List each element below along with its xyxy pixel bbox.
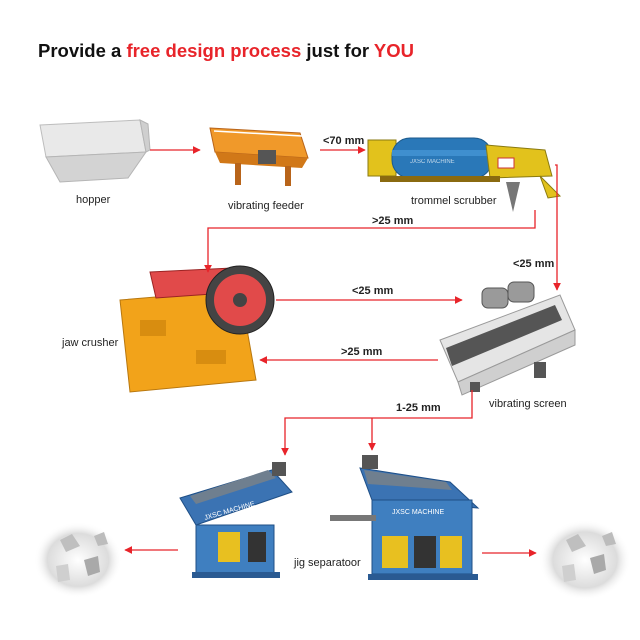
trommel-scrubber-illustration bbox=[367, 137, 562, 212]
brand-text-trommel: JXSC MACHINE bbox=[410, 159, 455, 165]
size-screen-to-jigs: 1-25 mm bbox=[396, 402, 441, 414]
title-prefix: Provide a bbox=[38, 40, 127, 61]
label-jaw-crusher: jaw crusher bbox=[62, 337, 119, 349]
size-feeder-to-trommel: <70 mm bbox=[323, 135, 365, 147]
vibrating-feeder-illustration bbox=[209, 127, 309, 186]
brand-text-right: JXSC MACHINE bbox=[392, 509, 444, 516]
label-trommel-scrubber: trommel scrubber bbox=[411, 195, 497, 207]
diamonds-left-illustration bbox=[34, 522, 122, 598]
size-screen-to-crusher: >25 mm bbox=[341, 346, 383, 358]
arrow-screen-to-jigs bbox=[281, 390, 473, 456]
label-hopper: hopper bbox=[76, 194, 111, 206]
title-highlight: free design process bbox=[126, 40, 302, 61]
label-vibrating-feeder: vibrating feeder bbox=[228, 200, 304, 212]
size-crusher-to-screen: <25 mm bbox=[352, 285, 394, 297]
vibrating-screen-illustration bbox=[439, 281, 576, 396]
size-trommel-to-crusher: >25 mm bbox=[372, 215, 414, 227]
arrow-trommel-to-crusher bbox=[204, 210, 536, 273]
page-title: Provide a free design process just for Y… bbox=[38, 40, 414, 62]
arrow-trommel-to-screen bbox=[553, 164, 561, 291]
hopper-illustration bbox=[39, 119, 151, 183]
title-you: YOU bbox=[373, 40, 414, 61]
jig-separator-left-illustration bbox=[179, 462, 293, 578]
label-jig-separator: jig separatoor bbox=[294, 557, 361, 569]
size-trommel-to-screen: <25 mm bbox=[513, 258, 555, 270]
label-vibrating-screen: vibrating screen bbox=[489, 398, 567, 410]
diamonds-right-illustration bbox=[539, 520, 631, 600]
jaw-crusher-illustration bbox=[119, 265, 275, 393]
title-middle: just for bbox=[301, 40, 374, 61]
jig-separator-right-illustration bbox=[330, 455, 480, 580]
